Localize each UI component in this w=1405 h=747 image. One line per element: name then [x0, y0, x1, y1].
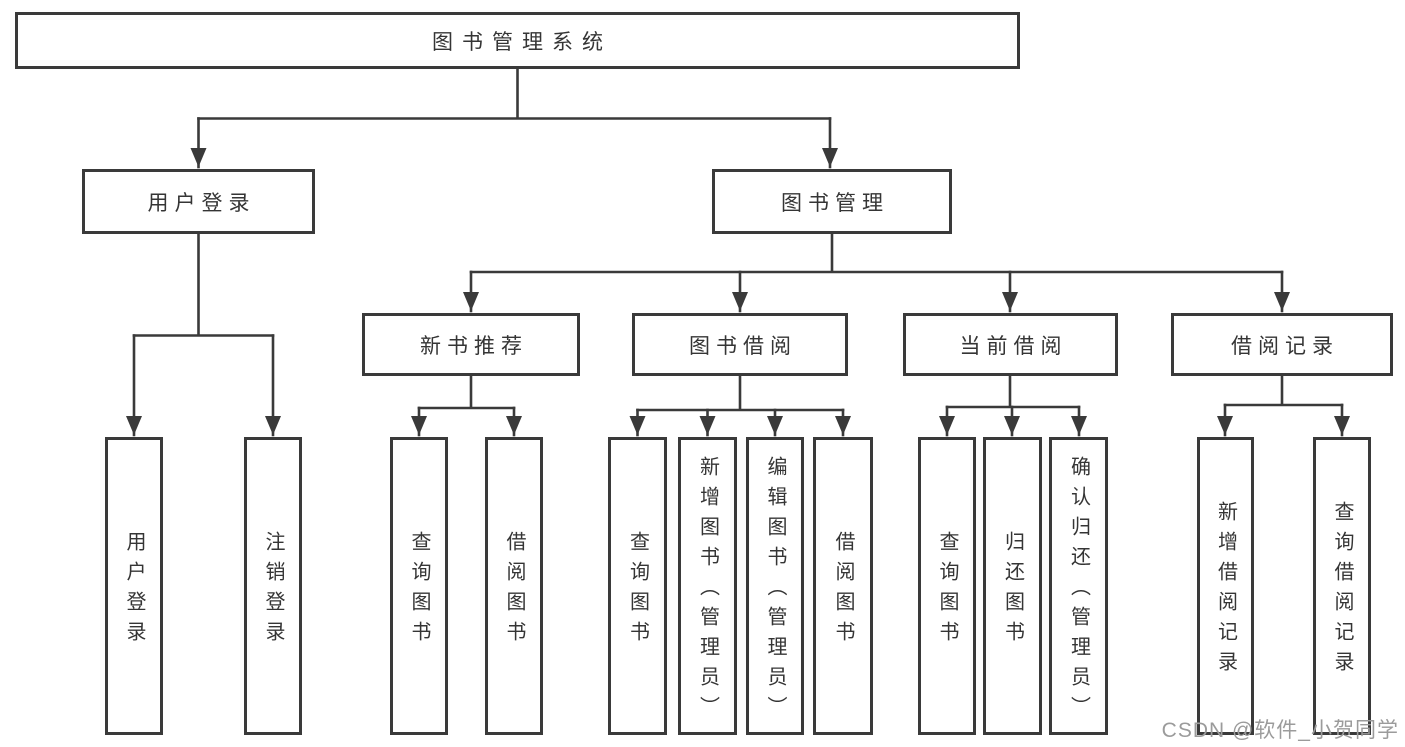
node-new-book-recommend: 新书推荐: [362, 313, 580, 376]
node-label: 图书管理: [781, 191, 889, 215]
leaf-borrow-borrow-books: 借阅图书: [813, 437, 873, 735]
node-label: 注销登录: [262, 531, 284, 651]
node-label: 借阅图书: [832, 531, 854, 651]
leaf-logout: 注销登录: [244, 437, 302, 735]
connector-book-borrow-children: [629, 374, 851, 437]
node-label: 查询图书: [936, 531, 958, 651]
node-label: 查询借阅记录: [1331, 501, 1353, 681]
node-label: 查询图书: [626, 531, 649, 651]
csdn-watermark: CSDN @软件_小贺同学: [1161, 719, 1399, 742]
connector-borrow-records-children: [1217, 374, 1350, 437]
node-borrow-records: 借阅记录: [1171, 313, 1393, 376]
node-label: 新增图书（管理员）: [696, 456, 719, 726]
connector-user-login-children: [126, 232, 281, 437]
node-current-borrow: 当前借阅: [903, 313, 1118, 376]
node-label: 用户登录: [147, 191, 256, 215]
node-label: 图书管理系统: [432, 30, 612, 54]
leaf-newbook-borrow-books: 借阅图书: [485, 437, 543, 735]
connector-new-book-children: [411, 374, 522, 437]
leaf-borrow-query-books: 查询图书: [608, 437, 667, 735]
connector-book-management-children: [463, 232, 1290, 313]
node-label: 借阅图书: [503, 531, 525, 651]
leaf-current-confirm-return-admin: 确认归还（管理员）: [1049, 437, 1108, 735]
node-label: 新增借阅记录: [1214, 501, 1237, 681]
leaf-current-return-books: 归还图书: [983, 437, 1042, 735]
leaf-records-add-borrow-record: 新增借阅记录: [1197, 437, 1254, 735]
leaf-borrow-edit-books-admin: 编辑图书（管理员）: [746, 437, 804, 735]
node-label: 用户登录: [123, 531, 145, 651]
connector-current-borrow-children: [939, 374, 1087, 437]
connector-root-to-level2: [190, 67, 838, 169]
node-label: 图书借阅: [689, 334, 797, 358]
leaf-current-query-books: 查询图书: [918, 437, 976, 735]
node-book-borrow: 图书借阅: [632, 313, 848, 376]
node-book-management: 图书管理: [712, 169, 952, 234]
leaf-newbook-query-books: 查询图书: [390, 437, 448, 735]
node-label: 当前借阅: [959, 334, 1068, 358]
node-label: 确认归还（管理员）: [1067, 456, 1090, 726]
node-label: 借阅记录: [1231, 334, 1339, 358]
node-label: 归还图书: [1001, 531, 1024, 651]
node-root-library-system: 图书管理系统: [15, 12, 1020, 69]
node-user-login: 用户登录: [82, 169, 315, 234]
leaf-records-query-borrow-record: 查询借阅记录: [1313, 437, 1371, 735]
node-label: 新书推荐: [420, 334, 528, 358]
node-label: 查询图书: [408, 531, 430, 651]
leaf-user-login: 用户登录: [105, 437, 163, 735]
leaf-borrow-add-books-admin: 新增图书（管理员）: [678, 437, 737, 735]
node-label: 编辑图书（管理员）: [764, 456, 786, 726]
